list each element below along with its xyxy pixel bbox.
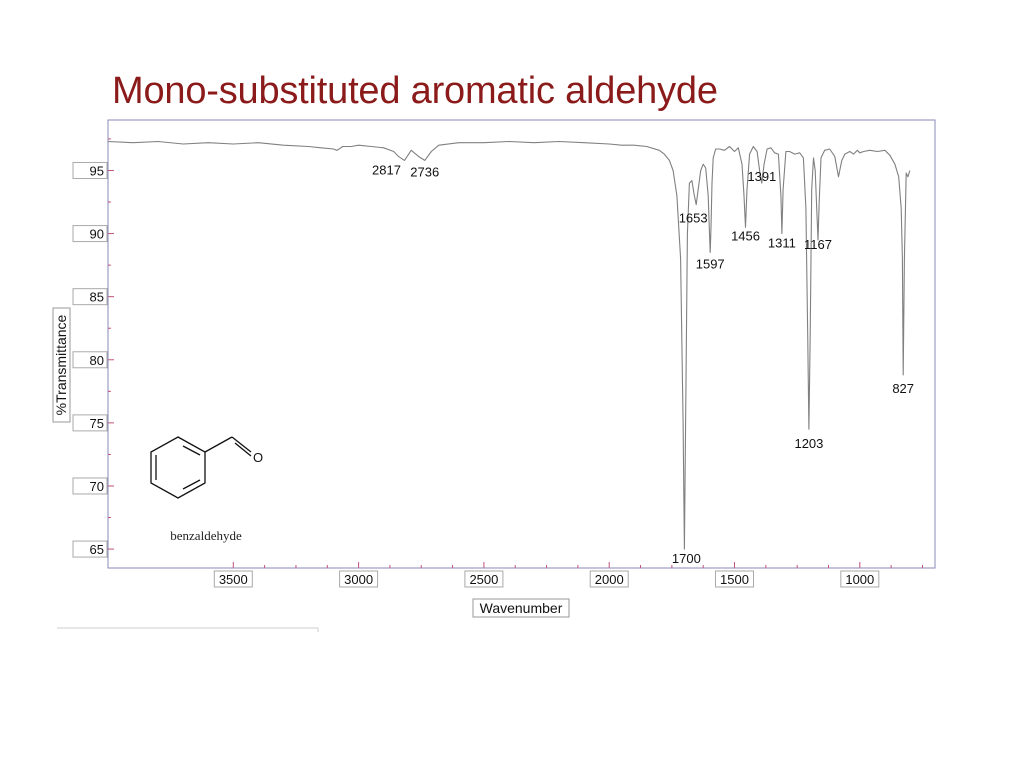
y-tick-label-box: [72, 225, 108, 243]
aldehyde-bond: [204, 436, 233, 453]
benzene-ring: [150, 436, 206, 499]
carbonyl-bond-1: [231, 436, 252, 453]
axis-ticks: 3500 3000 2500 2000 1500 1000 65 70 75 80 85 90 95: [72, 138, 923, 588]
x-tick-label-box: [213, 570, 253, 588]
y-axis-title-box: [52, 307, 71, 423]
y-tick-label-box: [72, 414, 108, 432]
peak-label-2736: 2736: [410, 164, 439, 179]
ring-double-bond-2: [182, 479, 201, 490]
y-axis-title: %Transmittance: [53, 314, 69, 415]
y-tick-label: 85: [90, 290, 104, 305]
y-tick-label: 95: [90, 163, 104, 178]
axis-titles: Wavenumber %Transmittance: [52, 307, 570, 618]
y-tick-label: 75: [90, 416, 104, 431]
x-tick-label-box: [715, 570, 755, 588]
spectrum-line-0: [107, 140, 911, 550]
y-tick-label: 80: [90, 353, 104, 368]
molecule-name: benzaldehyde: [170, 528, 242, 543]
x-tick-label: 1500: [720, 572, 749, 587]
carbonyl-bond-2: [234, 442, 252, 457]
y-tick-label: 90: [90, 227, 104, 242]
x-tick-label: 2500: [469, 572, 498, 587]
peak-label-1391: 1391: [747, 169, 776, 184]
y-tick-label: 70: [90, 479, 104, 494]
x-tick-label-box: [464, 570, 504, 588]
peak-label-1203: 1203: [794, 436, 823, 451]
ring-double-bond-1: [182, 445, 201, 456]
peak-label-827: 827: [892, 381, 914, 396]
benzaldehyde-structure: O benzaldehyde: [150, 436, 263, 543]
peak-label-2817: 2817: [372, 162, 401, 177]
slide-title: Mono-substituted aromatic aldehyde: [112, 70, 718, 112]
y-tick-label-box: [72, 351, 108, 369]
x-tick-label: 2000: [595, 572, 624, 587]
peak-label-1167: 1167: [804, 237, 832, 252]
footer-rule-group: [57, 627, 319, 632]
oxygen-atom-label: O: [253, 450, 263, 465]
x-tick-label: 3000: [344, 572, 373, 587]
y-tick-label-box: [72, 161, 108, 179]
plot-frame: [107, 119, 936, 569]
spectrum-series: [107, 140, 911, 550]
x-tick-label-box: [339, 570, 379, 588]
peak-labels: 2817 2736 1653 1391 1456 1597 1311 1167 827 1203 1…: [372, 162, 914, 566]
y-tick-label-box: [72, 288, 108, 306]
x-axis-title-box: [472, 598, 570, 618]
x-axis-title: Wavenumber: [480, 600, 563, 616]
x-tick-label: 1000: [845, 572, 874, 587]
plot-frame-group: [107, 119, 936, 569]
y-tick-label-box: [72, 477, 108, 495]
x-tick-label: 3500: [219, 572, 248, 587]
peak-label-1456: 1456: [731, 228, 760, 243]
y-tick-label: 65: [90, 542, 104, 557]
y-tick-label-box: [72, 540, 108, 558]
peak-label-1653: 1653: [679, 211, 708, 226]
x-tick-label-box: [840, 570, 880, 588]
peak-label-1311: 1311: [768, 236, 796, 251]
peak-label-1700: 1700: [672, 551, 701, 566]
x-tick-label-box: [589, 570, 629, 588]
peak-label-1597: 1597: [696, 257, 725, 272]
